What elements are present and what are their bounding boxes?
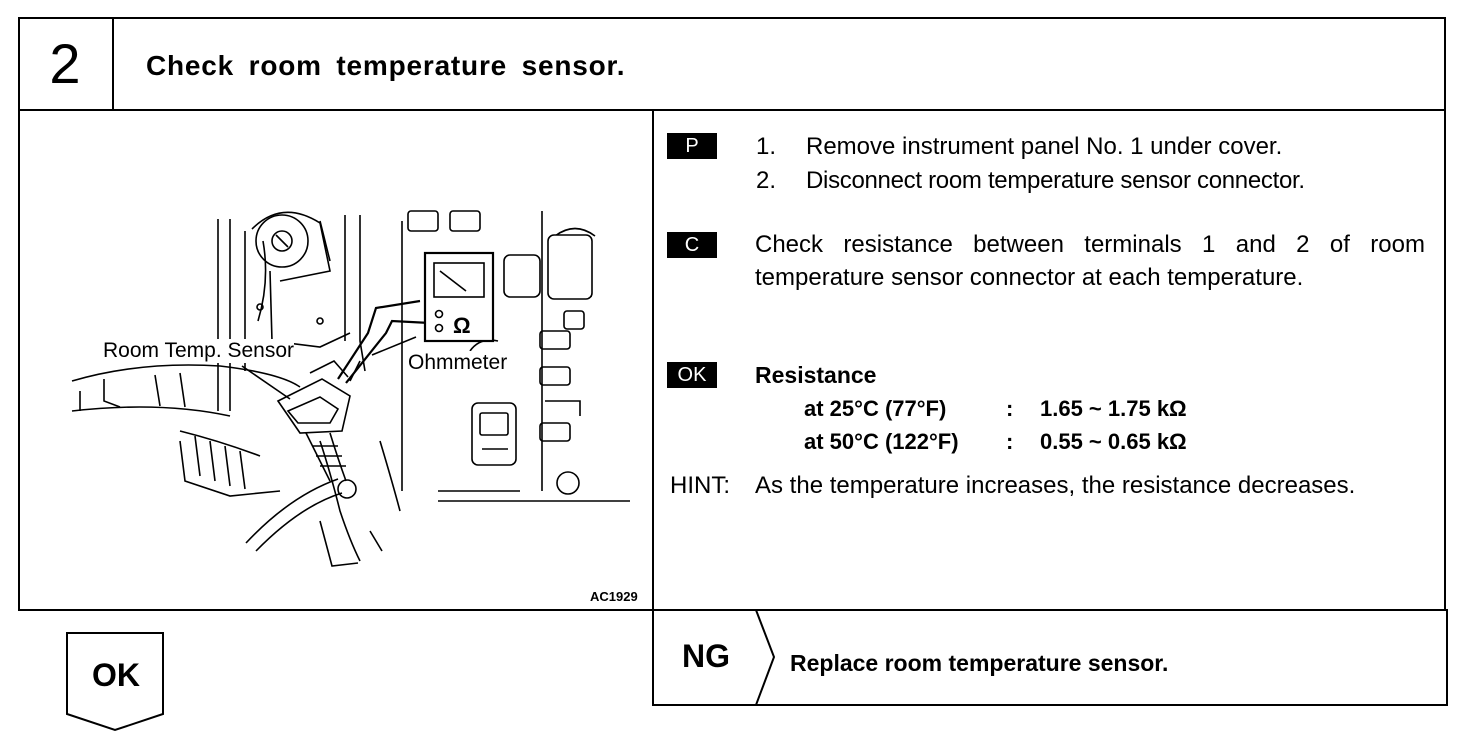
prep-step-2-num: 2. [756, 167, 777, 194]
title-bar [114, 17, 1446, 111]
check-text: Check resistance between terminals 1 and… [755, 231, 1425, 291]
ok-arrow-icon [66, 632, 164, 732]
ng-box [652, 609, 1448, 706]
column-divider [652, 109, 654, 611]
prep-tag: P [667, 133, 717, 159]
prep-step-2-text: Disconnect room temperature sensor conne… [806, 167, 1305, 194]
step-title: Check room temperature sensor. [146, 50, 626, 81]
check-tag: C [667, 232, 717, 258]
hint-text: As the temperature increases, the resist… [755, 472, 1356, 499]
spec-row-1-condition: at 25°C (77°F) [804, 396, 947, 421]
ok-tag: OK [667, 362, 717, 388]
prep-step-1-num: 1. [756, 133, 777, 160]
spec-row-1-sep: : [1006, 396, 1014, 421]
figure-code: AC1929 [590, 589, 638, 604]
sensor-illustration [71, 210, 630, 567]
step-number: 2 [18, 17, 114, 111]
spec-heading: Resistance [755, 362, 877, 388]
ng-action: Replace room temperature sensor. [790, 650, 1169, 676]
ng-label: NG [682, 638, 730, 674]
hint-label: HINT: [670, 472, 730, 499]
ok-label: OK [92, 657, 140, 693]
ohm-symbol: Ω [453, 313, 471, 338]
spec-row-1-value: 1.65 ~ 1.75 kΩ [1040, 396, 1187, 421]
label-ohmmeter: Ohmmeter [408, 351, 508, 375]
spec-row-2-condition: at 50°C (122°F) [804, 429, 959, 454]
prep-step-1-text: Remove instrument panel No. 1 under cove… [806, 133, 1283, 160]
spec-row-2-value: 0.55 ~ 0.65 kΩ [1040, 429, 1187, 454]
ng-chevron-icon [755, 610, 776, 705]
label-room-temp-sensor: Room Temp. Sensor [103, 339, 295, 363]
spec-row-2-sep: : [1006, 429, 1014, 454]
